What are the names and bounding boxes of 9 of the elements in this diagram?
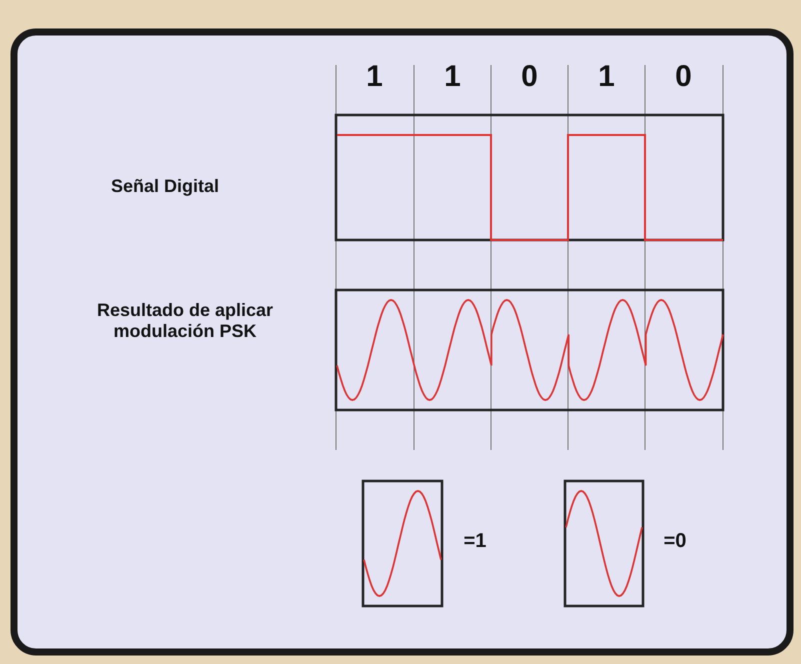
bit-label: 0 <box>674 60 693 94</box>
bit-label: 1 <box>597 60 616 94</box>
bit-label: 1 <box>443 60 462 94</box>
row-label: Resultado de aplicar modulación PSK <box>96 300 274 342</box>
bit-label: 1 <box>365 60 384 94</box>
bit-label: 0 <box>520 60 539 94</box>
bit-meaning-label: =1 <box>462 530 488 553</box>
row-label: Señal Digital <box>110 176 220 197</box>
bit-meaning-label: =0 <box>662 530 688 553</box>
